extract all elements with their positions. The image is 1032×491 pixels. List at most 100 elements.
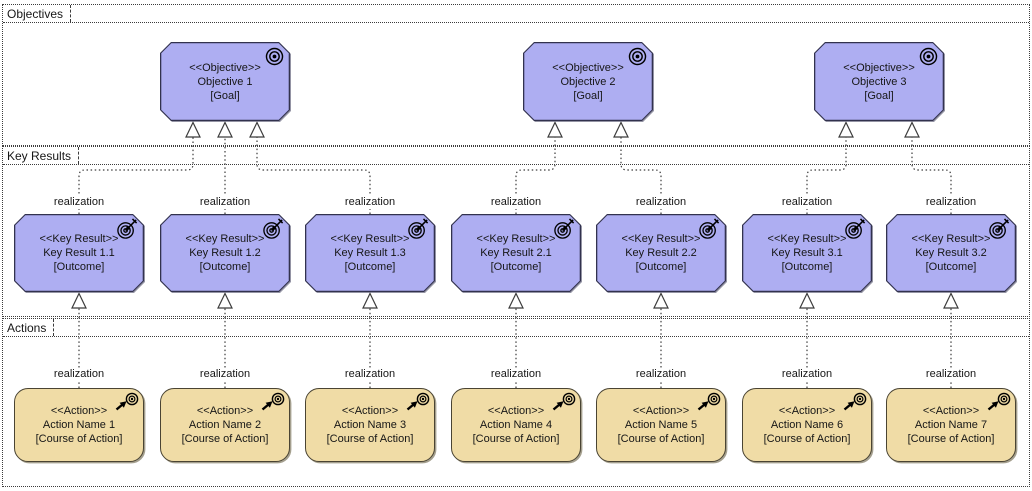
action-node-5[interactable]: <<Action>> Action Name 5 [Course of Acti… (596, 388, 726, 462)
realization-label: realization (779, 196, 835, 209)
realization-connector-kr1-1[interactable] (78, 137, 194, 214)
stereotype-label: <<Action>> (778, 405, 836, 417)
realization-label: realization (488, 196, 544, 209)
element-name: Action Name 2 (188, 419, 262, 431)
stereotype-label: <<Key Result>> (621, 233, 701, 245)
element-name: Action Name 4 (479, 419, 553, 431)
element-type-label: [Outcome] (635, 261, 687, 273)
course-of-action-icon (843, 392, 867, 411)
lane-actions-label[interactable]: Actions (3, 319, 55, 336)
realization-connector-kr1-3[interactable] (256, 137, 371, 214)
lane-objectives-label[interactable]: Objectives (3, 5, 72, 22)
realization-label: realization (342, 196, 398, 209)
realization-label: realization (779, 368, 835, 381)
element-type-label: [Goal] (864, 89, 894, 102)
action-node-1[interactable]: <<Action>> Action Name 1 [Course of Acti… (14, 388, 144, 462)
lane-key-results-label[interactable]: Key Results (3, 147, 80, 164)
element-name: Key Result 1.3 (334, 247, 406, 259)
outcome-icon (554, 218, 575, 239)
course-of-action-icon (261, 392, 285, 411)
course-of-action-icon (697, 392, 721, 411)
action-node-6[interactable]: <<Action>> Action Name 6 [Course of Acti… (742, 388, 872, 462)
stereotype-label: <<Key Result>> (39, 233, 119, 245)
action-node-3[interactable]: <<Action>> Action Name 3 [Course of Acti… (305, 388, 435, 462)
stereotype-label: <<Key Result>> (911, 233, 991, 245)
course-of-action-icon (406, 392, 430, 411)
stereotype-label: <<Action>> (922, 405, 980, 417)
realization-label: realization (197, 368, 253, 381)
course-of-action-icon (552, 392, 576, 411)
realization-connector-kr2-2[interactable] (620, 137, 662, 214)
objective-node-2[interactable]: <<Objective>> Objective 2 [Goal] (523, 42, 653, 121)
stereotype-label: <<Key Result>> (185, 233, 265, 245)
element-name: Objective 3 (851, 75, 907, 88)
element-type-label: [Outcome] (199, 261, 251, 273)
stereotype-label: <<Key Result>> (767, 233, 847, 245)
element-type-label: [Outcome] (490, 261, 542, 273)
lane-actions-title-row: Actions (3, 319, 1029, 337)
key-result-node-3-2[interactable]: <<Key Result>> Key Result 3.2 [Outcome] (886, 214, 1016, 292)
key-result-node-3-1[interactable]: <<Key Result>> Key Result 3.1 [Outcome] (742, 214, 872, 292)
realization-label: realization (633, 196, 689, 209)
stereotype-label: <<Objective>> (552, 61, 624, 74)
course-of-action-icon (987, 392, 1011, 411)
stereotype-label: <<Objective>> (189, 61, 261, 74)
element-type-label: [Course of Action] (35, 433, 123, 445)
outcome-icon (845, 218, 866, 239)
objective-node-3[interactable]: <<Objective>> Objective 3 [Goal] (814, 42, 944, 121)
element-type-label: [Course of Action] (907, 433, 995, 445)
objective-node-1[interactable]: <<Objective>> Objective 1 [Goal] (160, 42, 290, 121)
goal-icon (919, 47, 938, 66)
realization-arrowheads (71, 121, 959, 309)
stereotype-label: <<Action>> (341, 405, 399, 417)
element-type-label: [Outcome] (53, 261, 105, 273)
lane-key-results[interactable]: Key Results (2, 146, 1030, 317)
element-type-label: [Course of Action] (326, 433, 414, 445)
element-type-label: [Outcome] (781, 261, 833, 273)
realization-label: realization (197, 196, 253, 209)
stereotype-label: <<Action>> (50, 405, 108, 417)
realization-label: realization (342, 368, 398, 381)
realization-label: realization (488, 368, 544, 381)
stereotype-label: <<Objective>> (843, 61, 915, 74)
element-type-label: [Outcome] (344, 261, 396, 273)
element-name: Key Result 1.1 (43, 247, 115, 259)
element-name: Objective 1 (197, 75, 253, 88)
element-name: Action Name 6 (770, 419, 844, 431)
lane-objectives[interactable]: Objectives (2, 4, 1030, 146)
goal-icon (628, 47, 647, 66)
element-name: Action Name 5 (624, 419, 698, 431)
outcome-icon (117, 218, 138, 239)
element-name: Action Name 3 (333, 419, 407, 431)
element-name: Objective 2 (560, 75, 616, 88)
stereotype-label: <<Key Result>> (476, 233, 556, 245)
element-name: Key Result 1.2 (189, 247, 261, 259)
element-name: Key Result 2.2 (625, 247, 697, 259)
stereotype-label: <<Action>> (196, 405, 254, 417)
element-type-label: [Course of Action] (181, 433, 269, 445)
key-result-node-1-3[interactable]: <<Key Result>> Key Result 1.3 [Outcome] (305, 214, 435, 292)
goal-icon (265, 47, 284, 66)
action-node-2[interactable]: <<Action>> Action Name 2 [Course of Acti… (160, 388, 290, 462)
outcome-icon (989, 218, 1010, 239)
element-type-label: [Goal] (210, 89, 240, 102)
action-node-7[interactable]: <<Action>> Action Name 7 [Course of Acti… (886, 388, 1016, 462)
stereotype-label: <<Action>> (632, 405, 690, 417)
lane-actions[interactable]: Actions (2, 318, 1030, 487)
realization-label: realization (51, 196, 107, 209)
key-result-node-2-2[interactable]: <<Key Result>> Key Result 2.2 [Outcome] (596, 214, 726, 292)
realization-label: realization (633, 368, 689, 381)
realization-label: realization (923, 196, 979, 209)
key-result-node-1-2[interactable]: <<Key Result>> Key Result 1.2 [Outcome] (160, 214, 290, 292)
outcome-icon (699, 218, 720, 239)
element-name: Key Result 3.1 (771, 247, 843, 259)
realization-label: realization (923, 368, 979, 381)
key-result-node-2-1[interactable]: <<Key Result>> Key Result 2.1 [Outcome] (451, 214, 581, 292)
key-result-node-1-1[interactable]: <<Key Result>> Key Result 1.1 [Outcome] (14, 214, 144, 292)
course-of-action-icon (115, 392, 139, 411)
element-name: Key Result 3.2 (915, 247, 987, 259)
action-node-4[interactable]: <<Action>> Action Name 4 [Course of Acti… (451, 388, 581, 462)
element-type-label: [Course of Action] (763, 433, 851, 445)
